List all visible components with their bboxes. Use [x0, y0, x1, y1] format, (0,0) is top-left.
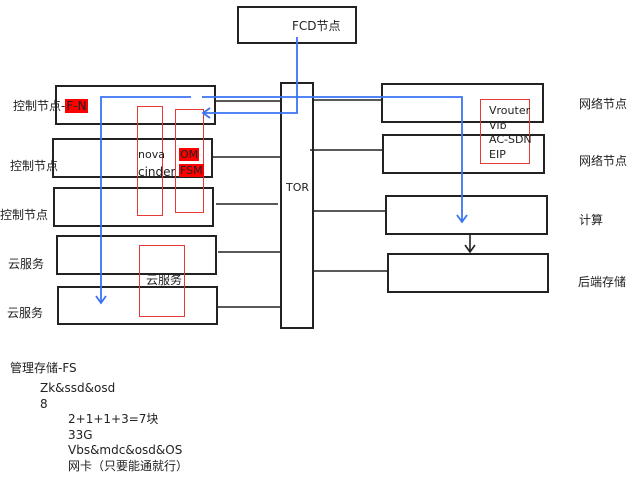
tor-label: TOR [286, 181, 310, 194]
control-node-fn-prefix: 控制节点- [13, 99, 66, 113]
cloud-service-group-label: 云服务 [146, 273, 183, 287]
fn-highlight: F-N [65, 99, 88, 113]
cloud-service-1-box [56, 235, 217, 275]
om-label: OM [179, 148, 200, 161]
notes-l1-0: Zk&ssd&osd [40, 381, 116, 395]
network-node-1-label: 网络节点 [579, 97, 628, 111]
control-node-2-label: 控制节点 [10, 159, 59, 173]
network-service-vrouter: Vrouter [489, 104, 531, 117]
network-services-list: Vrouter Vlb AC-SDN EIP [489, 104, 532, 162]
backend-storage-label: 后端存储 [578, 275, 627, 289]
compute-node-box [385, 195, 548, 235]
nova-cinder-group [137, 106, 163, 216]
notes-l1-1: 8 [40, 397, 48, 411]
notes-l2-0: 2+1+1+3=7块 [68, 412, 159, 426]
arrow-compute-storage [464, 244, 476, 254]
control-node-fn-label: 控制节点-F-N [13, 97, 88, 114]
compute-label: 计算 [579, 213, 604, 227]
backend-storage-box [387, 253, 549, 293]
network-node-2-label: 网络节点 [579, 154, 628, 168]
cinder-label: cinder [138, 165, 176, 179]
nova-label: nova [138, 148, 165, 161]
cloud-service-2-label: 云服务 [7, 306, 44, 320]
fcd-node-label: FCD节点 [292, 19, 341, 33]
tor-switch [280, 82, 314, 329]
notes-l2-3: 网卡（只要能通就行） [68, 459, 189, 473]
network-service-vlb: Vlb [489, 118, 507, 132]
notes-l2-2: Vbs&mdc&osd&OS [68, 443, 183, 457]
network-service-eip: EIP [489, 147, 506, 161]
notes-title: 管理存储-FS [10, 361, 77, 375]
network-service-ac-sdn: AC-SDN [489, 133, 532, 146]
network-services-group [480, 99, 530, 164]
fsm-label: FSM [179, 164, 204, 177]
om-fsm-group [175, 109, 204, 213]
notes-l2-1: 33G [68, 428, 93, 442]
control-node-3-label: 控制节点 [0, 208, 49, 222]
cloud-service-2-box [57, 286, 218, 325]
cloud-service-1-label: 云服务 [8, 257, 45, 271]
